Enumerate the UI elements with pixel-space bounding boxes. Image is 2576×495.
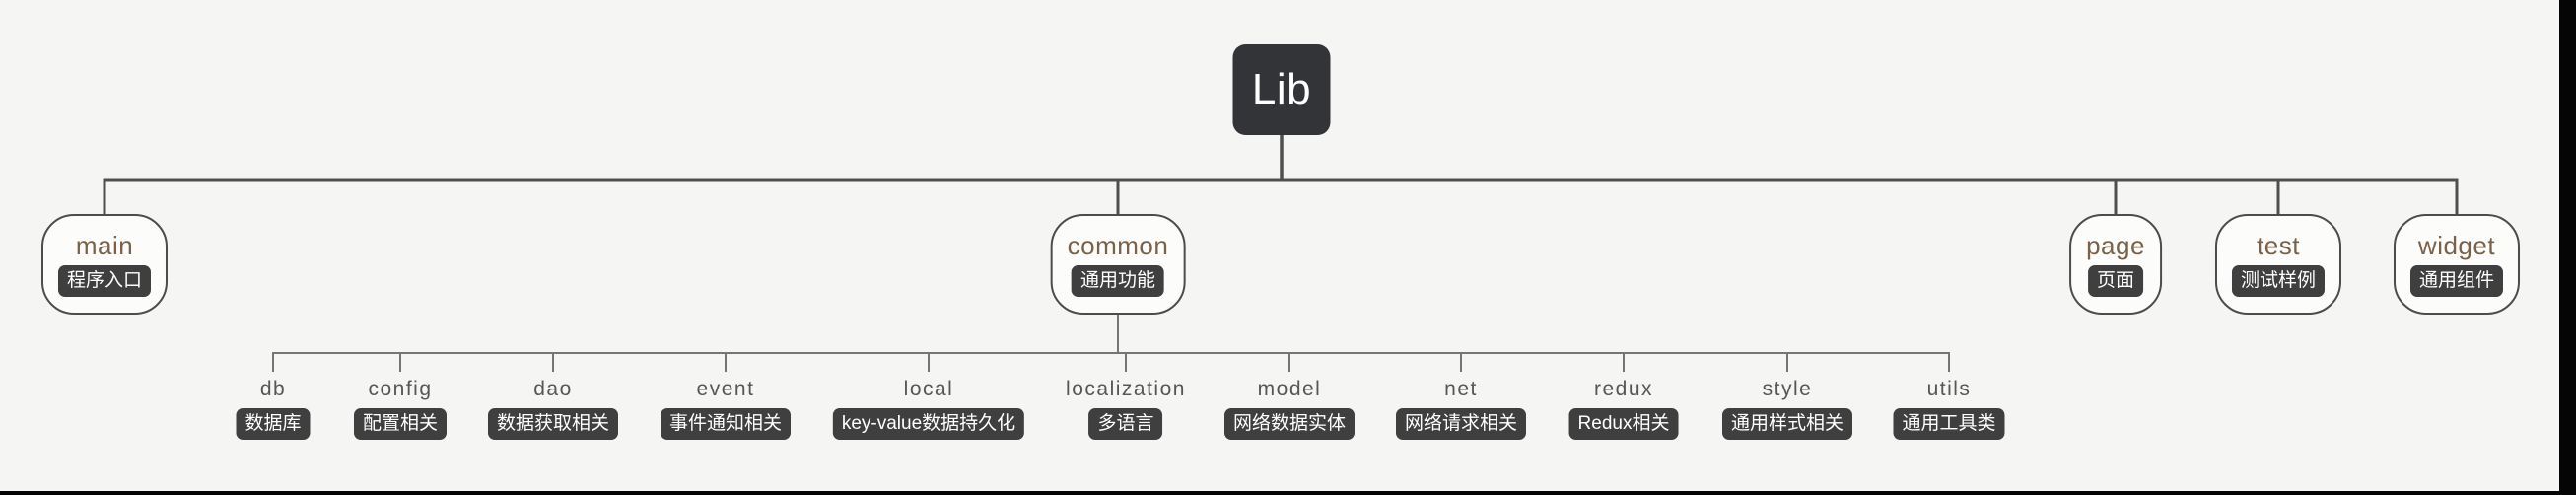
branch-node-badge: 程序入口: [57, 264, 152, 297]
child-node-label: utils: [1926, 378, 1972, 400]
child-node-localization[interactable]: localization 多语言: [1066, 379, 1186, 440]
branch-node-label: page: [2086, 230, 2145, 260]
child-node-label: model: [1257, 378, 1322, 400]
child-node-badge: 事件通知相关: [660, 408, 792, 440]
child-node-label: db: [259, 378, 287, 400]
child-node-badge: 网络数据实体: [1223, 408, 1356, 440]
root-node-label: Lib: [1251, 65, 1312, 113]
child-node-dao[interactable]: dao 数据获取相关: [487, 378, 619, 440]
child-node-badge: 多语言: [1088, 408, 1163, 440]
branch-node-label: main: [75, 230, 134, 260]
branch-node-label: widget: [2417, 230, 2496, 260]
child-node-badge: 网络请求相关: [1395, 408, 1527, 440]
child-node-db[interactable]: db 数据库: [236, 378, 311, 440]
child-node-event[interactable]: event 事件通知相关: [660, 378, 792, 440]
child-node-config[interactable]: config 配置相关: [353, 378, 448, 440]
branch-node-page[interactable]: page 页面: [2069, 214, 2162, 315]
branch-node-badge: 测试样例: [2231, 264, 2326, 297]
branch-node-label: test: [2257, 230, 2300, 260]
child-node-badge: Redux相关: [1568, 408, 1679, 440]
child-node-label: redux: [1593, 378, 1654, 400]
child-node-label: dao: [533, 378, 573, 400]
child-node-utils[interactable]: utils 通用工具类: [1893, 378, 2005, 440]
branch-node-badge: 通用组件: [2409, 264, 2504, 297]
branch-node-badge: 页面: [2087, 264, 2143, 297]
root-node-lib[interactable]: Lib: [1232, 44, 1331, 135]
child-node-badge: 数据获取相关: [487, 408, 619, 440]
child-node-badge: 通用工具类: [1893, 408, 2005, 440]
child-node-label: local: [903, 378, 954, 400]
child-node-label: style: [1762, 378, 1813, 400]
child-node-redux[interactable]: redux Redux相关: [1568, 378, 1679, 440]
branch-node-main[interactable]: main 程序入口: [40, 214, 169, 315]
child-node-label: event: [696, 378, 755, 400]
child-node-badge: 数据库: [236, 408, 311, 440]
branch-node-label: common: [1067, 230, 1169, 260]
child-node-label: config: [368, 378, 433, 400]
child-node-model[interactable]: model 网络数据实体: [1223, 378, 1356, 440]
child-node-badge: 通用样式相关: [1721, 408, 1853, 440]
child-node-style[interactable]: style 通用样式相关: [1721, 378, 1853, 440]
branch-node-badge: 通用功能: [1071, 264, 1165, 297]
child-node-label: localization: [1066, 378, 1186, 400]
child-node-label: net: [1444, 378, 1478, 400]
child-node-net[interactable]: net 网络请求相关: [1395, 378, 1527, 440]
branch-node-widget[interactable]: widget 通用组件: [2393, 214, 2521, 315]
child-node-local[interactable]: local key-value数据持久化: [832, 378, 1025, 440]
branch-node-test[interactable]: test 测试样例: [2214, 214, 2342, 315]
child-node-badge: 配置相关: [353, 408, 448, 440]
branch-node-common[interactable]: common 通用功能: [1050, 214, 1186, 315]
child-node-badge: key-value数据持久化: [832, 408, 1025, 440]
